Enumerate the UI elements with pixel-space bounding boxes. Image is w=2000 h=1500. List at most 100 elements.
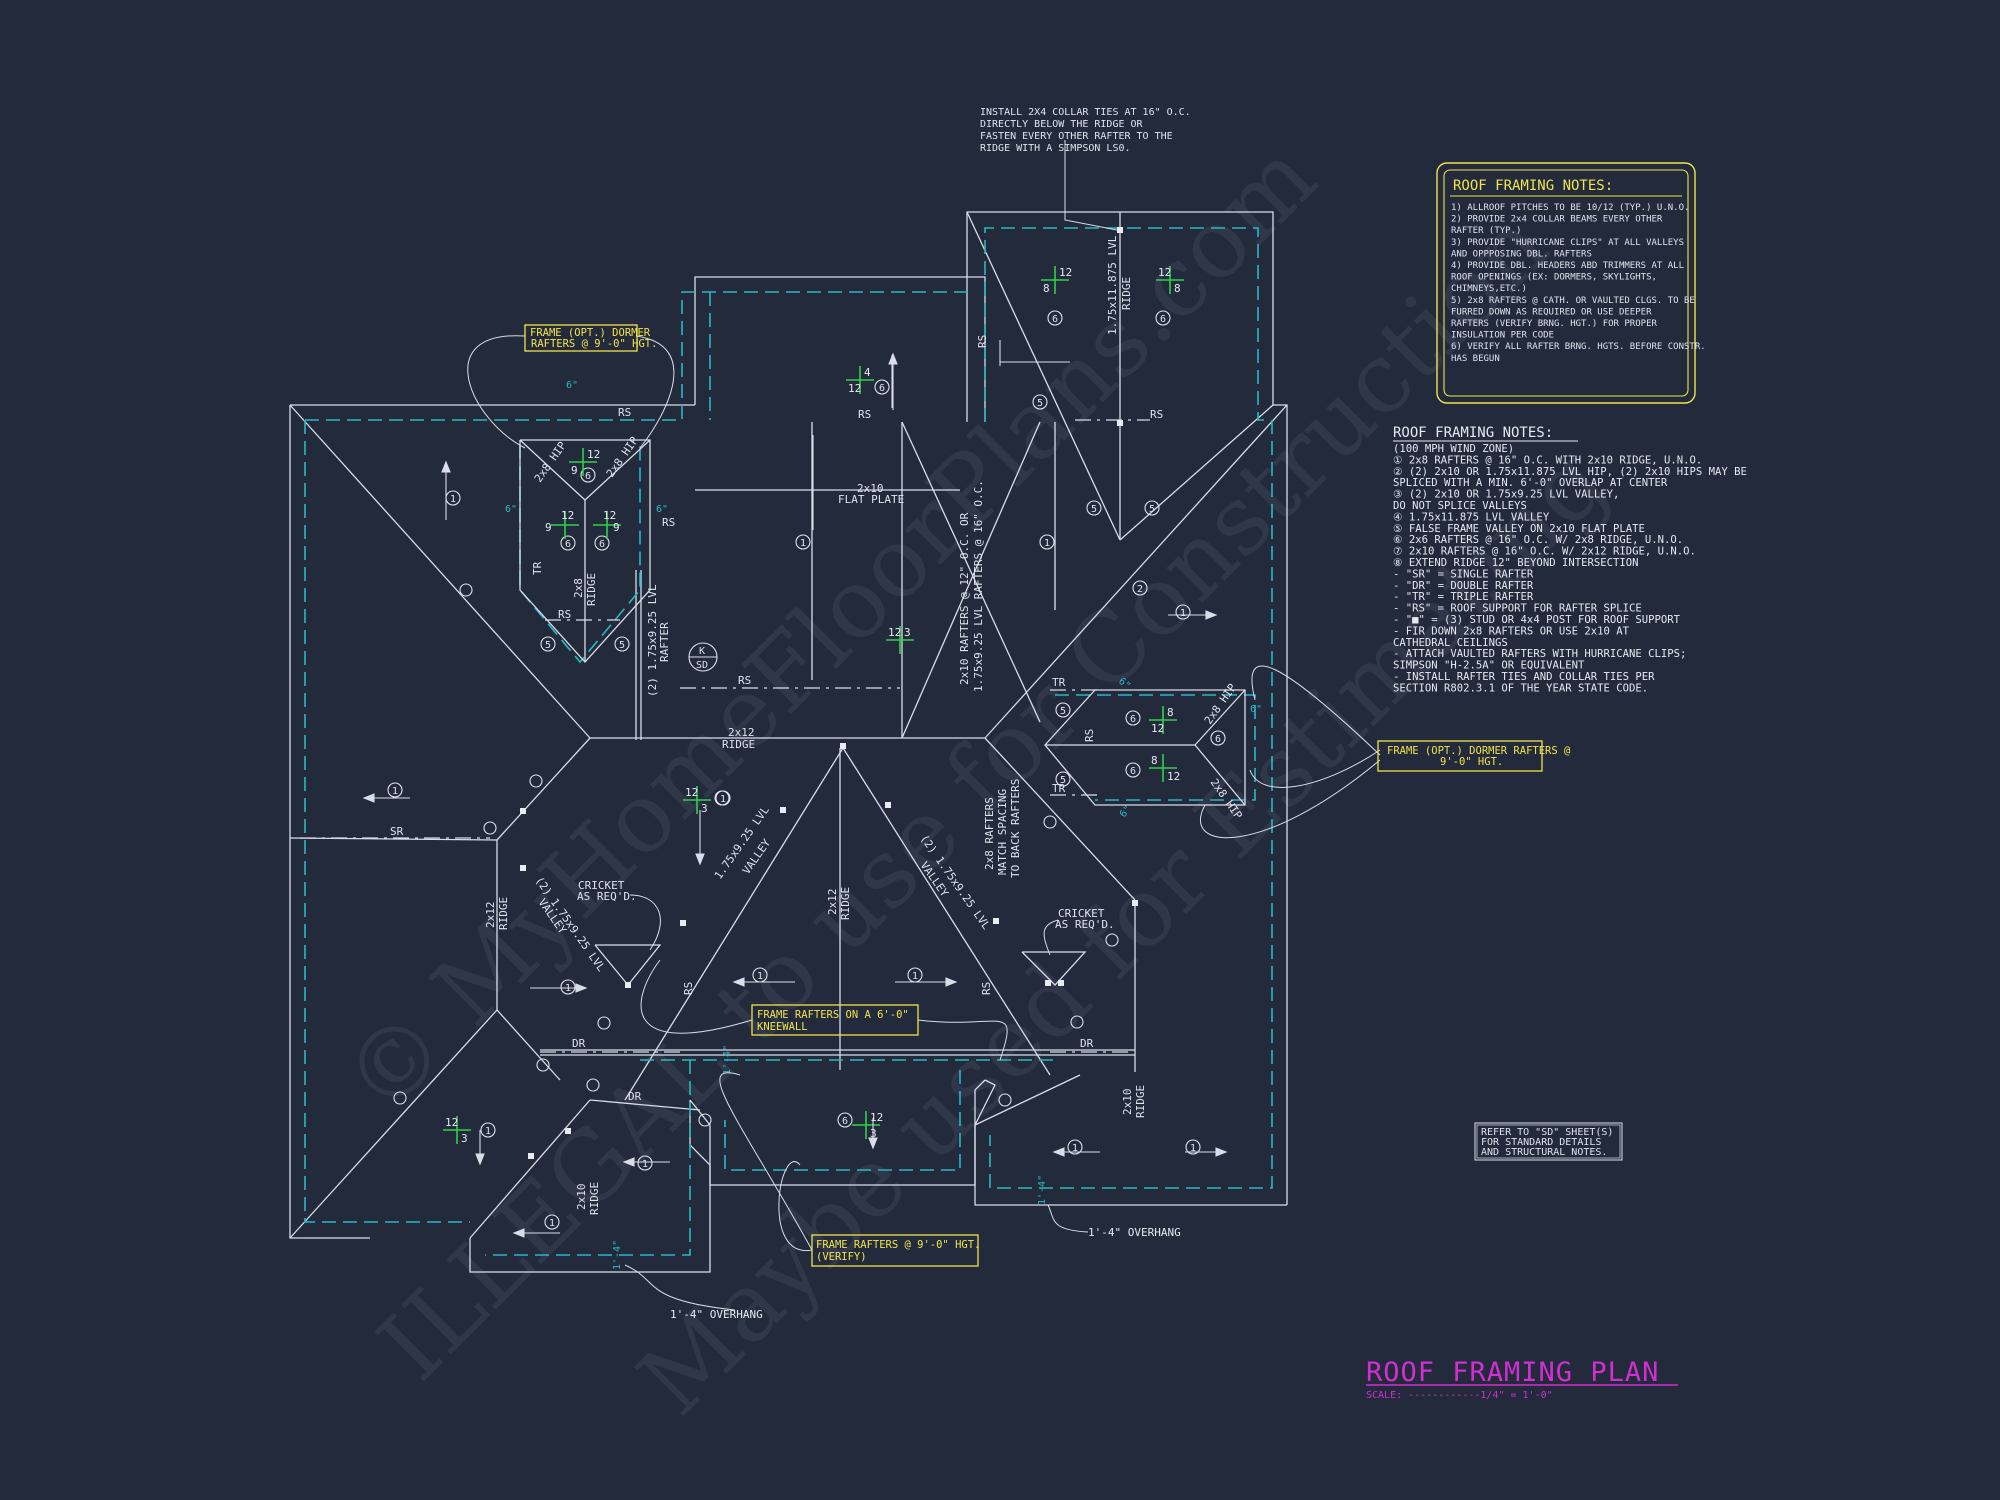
tag-text: 6 — [1130, 766, 1136, 777]
hip-s-2 — [589, 1099, 701, 1111]
notes-box-lines: 1) ALLROOF PITCHES TO BE 10/12 (TYP.) U.… — [1451, 203, 1706, 364]
post-marker — [586, 1078, 600, 1092]
slope-run: 12 — [1151, 722, 1164, 735]
slope-rise: 3 — [904, 626, 911, 639]
tag-text: 6 — [1052, 314, 1058, 325]
leader-cricket-left — [629, 894, 661, 951]
slope-rise: 4 — [864, 366, 871, 379]
post — [840, 743, 846, 749]
slope-symbol: 128 — [1149, 706, 1177, 735]
note-line: - FIR DOWN 2x8 RAFTERS OR USE 2x10 AT — [1393, 625, 1630, 637]
label-overhang: 1'-4" OVERHANG — [670, 1308, 763, 1321]
tag-text: 5 — [1060, 775, 1066, 786]
label-rs: RS — [1083, 729, 1096, 742]
tag-text: 5 — [1037, 398, 1043, 409]
tag-5: 5 — [1144, 500, 1160, 516]
slope-symbol: 124 — [846, 366, 874, 395]
slope-run: 12 — [587, 448, 600, 461]
slope-run: 12 — [870, 1111, 883, 1124]
label-ridge-2x10-e: 2x10 — [1121, 1089, 1134, 1116]
leader-lines — [467, 140, 1381, 1311]
dim-6: 6" — [656, 504, 668, 515]
tag-text: 5 — [1060, 706, 1066, 717]
tag-1: 1 — [445, 490, 461, 506]
slope-run: 12 — [685, 786, 698, 799]
note-line: - "SR" = SINGLE RAFTER — [1393, 568, 1534, 580]
post — [1045, 980, 1051, 986]
overhang-dormer-r — [1055, 694, 1256, 801]
label-flat-plate: 2x10 — [857, 482, 884, 495]
label-ridge-2x10-e: RIDGE — [1134, 1085, 1147, 1118]
label-ridge-2x12: RIDGE — [722, 738, 755, 751]
tag-5: 5 — [540, 636, 556, 652]
outline-west-wing — [289, 405, 370, 1239]
dim-4: 1'-4" — [1037, 1175, 1048, 1205]
note-line: (100 MPH WIND ZONE) — [1393, 443, 1514, 455]
notes-box-heading: ROOF FRAMING NOTES: — [1453, 178, 1613, 194]
label-cricket: AS REQ'D. — [577, 890, 637, 903]
note-line: SIMPSON "H-2.5A" OR EQUIVALENT — [1393, 660, 1585, 672]
note-line: HAS BEGUN — [1451, 354, 1500, 364]
label-ridge-2x12: 2x12 — [728, 726, 755, 739]
note-line: 3) PROVIDE "HURRICANE CLIPS" AT ALL VALL… — [1451, 238, 1684, 248]
label-dr: DR — [628, 1090, 642, 1103]
note-line: - "RS" = ROOF SUPPORT FOR RAFTER SPLICE — [1393, 603, 1642, 615]
slope-symbol: 12 9 — [569, 448, 600, 477]
callout-text: (VERIFY) — [816, 1251, 867, 1263]
label-rs: RS — [682, 982, 695, 995]
tag-6: 6 — [1210, 730, 1226, 746]
post-marker — [597, 1016, 611, 1030]
dim-6: 6" — [1250, 704, 1262, 715]
tag-6: 6 — [1125, 710, 1141, 726]
posts — [520, 227, 1138, 1159]
dormer-left — [519, 439, 651, 663]
dim-6: 6" — [566, 380, 578, 391]
label-hip: 2x8 HIP — [604, 434, 641, 480]
note-line: ROOF OPENINGS (EX: DORMERS, SKYLIGHTS, — [1451, 273, 1657, 283]
tag-1: 1 — [387, 782, 403, 798]
tag-text: 1 — [1044, 538, 1050, 549]
drawing-title: ROOF FRAMING PLAN — [1366, 1357, 1659, 1388]
label-rs: RS — [558, 608, 571, 621]
tag-text: 6 — [1160, 314, 1166, 325]
label-rs: RS — [976, 335, 989, 348]
slope-run: 12 — [1158, 266, 1171, 279]
label-match-spacing: MATCH SPACING — [996, 789, 1009, 875]
tag-text: 1 — [1190, 1143, 1196, 1154]
label-rafters-2x10: 2x10 RAFTERS @ 12" O.C. OR — [958, 512, 971, 685]
slope-rise: 3 — [701, 802, 708, 815]
label-ridge-2x8: 2x8 — [572, 578, 585, 598]
refer-note-line: AND STRUCTURAL NOTES. — [1481, 1147, 1607, 1158]
post — [1058, 980, 1064, 986]
dormer-right — [1044, 689, 1246, 806]
slope-symbol: 123 — [443, 1116, 471, 1145]
slope-run: 12 — [445, 1116, 458, 1129]
dormer-left-hip-2 — [584, 439, 651, 501]
post-marker — [1105, 933, 1119, 947]
tag-text: 1 — [800, 538, 806, 549]
leader-overhang-sw — [624, 1264, 736, 1311]
slope-rise: 3 — [461, 1132, 468, 1145]
post — [885, 802, 891, 808]
outline-center-block — [694, 276, 986, 422]
post-marker — [998, 1093, 1012, 1107]
dim-6: 6" — [505, 504, 517, 515]
legend-heading: ROOF FRAMING NOTES: — [1393, 425, 1553, 441]
label-ridge-2x12-w: 2x12 — [484, 902, 497, 929]
support-lines — [300, 419, 1150, 1053]
tag-5: 5 — [1086, 500, 1102, 516]
tag-text: 1 — [1072, 1143, 1078, 1154]
overhang-top-west — [305, 291, 970, 421]
cricket-left — [594, 944, 662, 987]
legend-lines: (100 MPH WIND ZONE)① 2x8 RAFTERS @ 16" O… — [1393, 443, 1747, 694]
post — [993, 918, 999, 924]
valley-center-e — [842, 747, 1051, 1076]
leader-collar — [1064, 140, 1118, 231]
label-tr: TR — [1052, 676, 1066, 689]
slope-rise: 9 — [571, 464, 578, 477]
tag-1: 1 — [1067, 1139, 1083, 1155]
leader-kneewall — [640, 959, 1008, 1061]
tag-text: 1 — [549, 1218, 555, 1229]
note-line: - "■" = (3) STUD OR 4x4 POST FOR ROOF SU… — [1393, 614, 1681, 626]
